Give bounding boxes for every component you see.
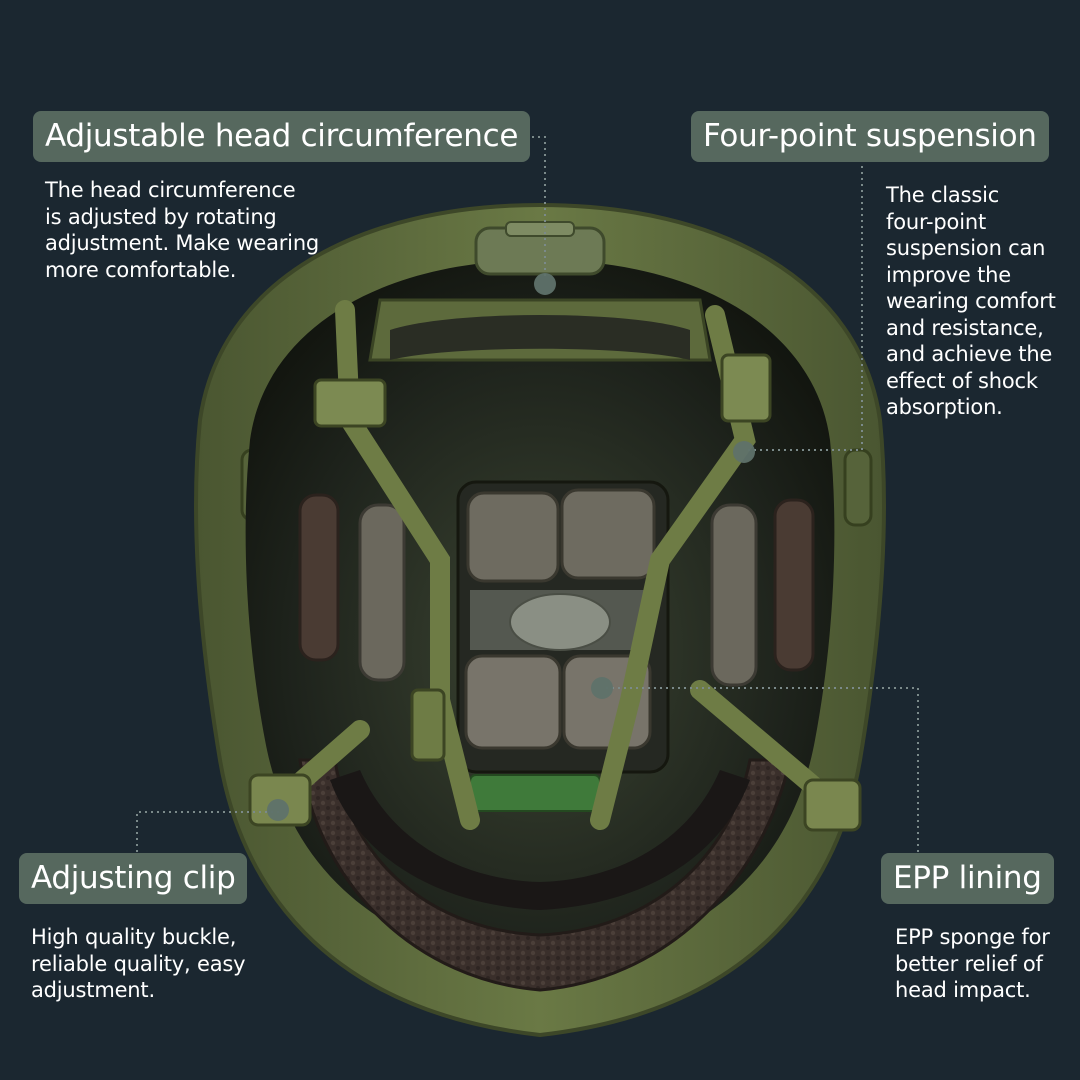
- side-pad-left: [298, 493, 340, 662]
- center-pad-2: [560, 488, 656, 580]
- callout-dot-strap: [733, 441, 755, 463]
- callout-dot-dial: [534, 273, 556, 295]
- head-circumference-description: The head circumference is adjusted by ro…: [45, 178, 320, 282]
- callout-dot-pad: [591, 677, 613, 699]
- epp-lining-title: EPP lining: [881, 853, 1054, 904]
- callout-dot-clip: [267, 799, 289, 821]
- suspension-title: Four-point suspension: [691, 111, 1049, 162]
- center-pad-3: [464, 654, 562, 750]
- side-pad-right: [773, 498, 815, 672]
- adjusting-clip-description: High quality buckle, reliable quality, e…: [31, 925, 246, 1002]
- suspension-description: The classic four-point suspension can im…: [886, 183, 1056, 419]
- epp-lining-description: EPP sponge for better relief of head imp…: [895, 925, 1050, 1002]
- center-pad-1: [466, 491, 560, 583]
- adjusting-clip-title: Adjusting clip: [19, 853, 248, 904]
- head-circumference-title: Adjustable head circumference: [33, 111, 531, 162]
